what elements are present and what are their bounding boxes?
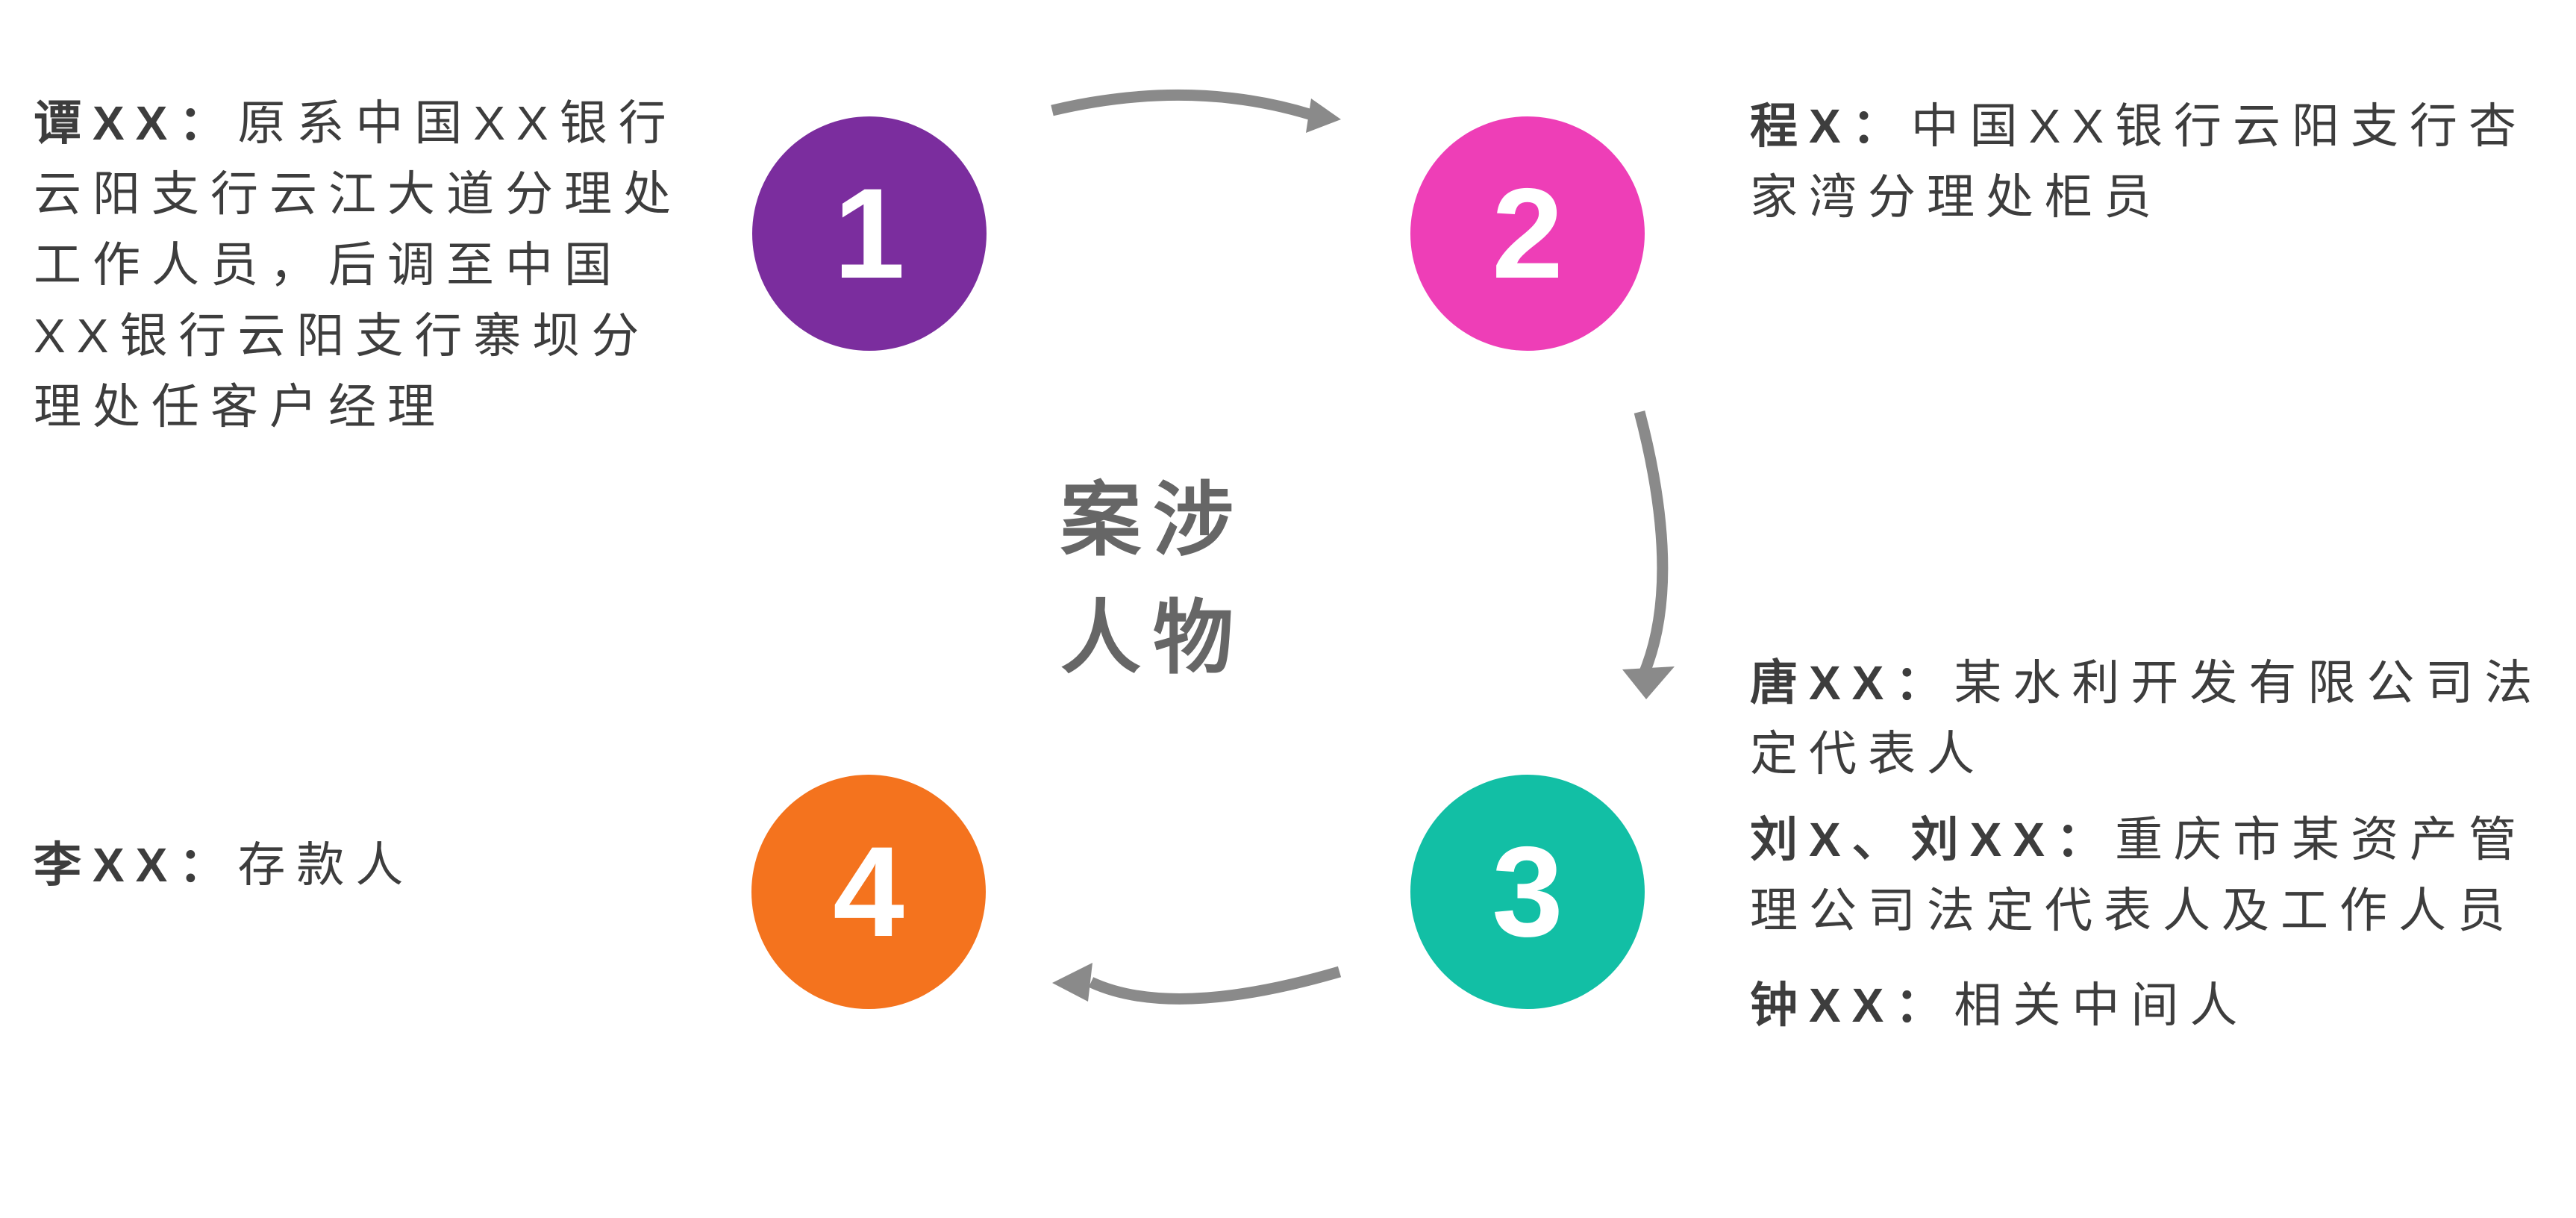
person-cheng-name: 程X：: [1750, 99, 1911, 153]
person-zhong-name: 钟XX：: [1750, 978, 1954, 1032]
person-tang-name: 唐XX：: [1750, 656, 1954, 710]
person-zhong-role: 相关中间人: [1954, 978, 2249, 1032]
person-liu-description: 刘X、刘XX：重庆市某资产管理公司法定代表人及工作人员: [1750, 805, 2571, 946]
node-2-circle: 2: [1410, 116, 1645, 351]
person-tan-role: 原系中国XX银行云阳支行云江大道分理处工作人员，后调至中国XX银行云阳支行寨坝分…: [34, 96, 682, 434]
arrow-node2-to-node3-icon: [1622, 410, 1675, 699]
node-3-number: 3: [1492, 820, 1563, 964]
person-tan-description: 谭XX：原系中国XX银行云阳支行云江大道分理处工作人员，后调至中国XX银行云阳支…: [34, 88, 683, 443]
person-li-description: 李XX：存款人: [34, 830, 705, 901]
person-cheng-description: 程X：中国XX银行云阳支行杏家湾分理处柜员: [1750, 91, 2563, 233]
person-li-name: 李XX：: [34, 838, 238, 892]
person-tang-description: 唐XX：某水利开发有限公司法定代表人: [1750, 648, 2571, 790]
arrow-node1-to-node2-icon: [1051, 89, 1341, 133]
diagram-title: 案涉 人物: [1019, 461, 1287, 697]
person-liu-role: 重庆市某资产管理公司法定代表人及工作人员: [1750, 813, 2528, 937]
node-4-number: 4: [833, 820, 904, 964]
node-4-circle: 4: [751, 775, 986, 1009]
person-zhong-description: 钟XX：相关中间人: [1750, 970, 2571, 1041]
diagram-title-line-2: 人物: [1060, 593, 1245, 683]
node-3-circle: 3: [1410, 775, 1645, 1009]
node-2-number: 2: [1492, 162, 1563, 305]
node-1-circle: 1: [752, 116, 987, 351]
person-li-role: 存款人: [237, 838, 415, 892]
node-1-number: 1: [834, 162, 905, 305]
person-tan-name: 谭XX：: [34, 96, 238, 150]
person-liu-name: 刘X、刘XX：: [1750, 813, 2116, 866]
person-cheng-role: 中国XX银行云阳支行杏家湾分理处柜员: [1750, 99, 2528, 224]
diagram-title-line-1: 案涉: [1060, 475, 1245, 565]
person-tang-role: 某水利开发有限公司法定代表人: [1750, 656, 2544, 781]
arrow-node3-to-node4-icon: [1052, 963, 1342, 1005]
